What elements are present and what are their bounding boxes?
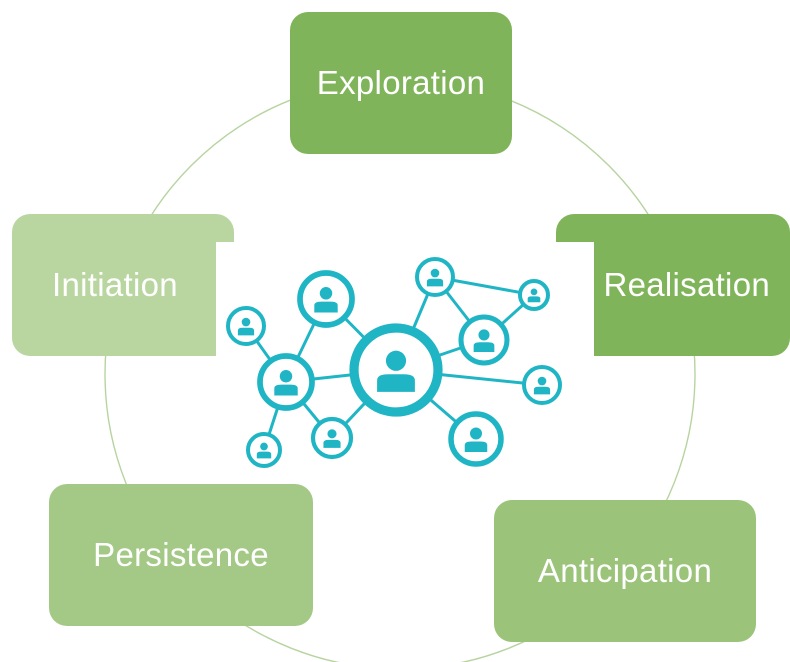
person-node-icon [310, 416, 354, 460]
person-node-icon [246, 432, 282, 468]
person-node-icon [415, 257, 455, 297]
person-node-icon [226, 306, 266, 346]
person-node-icon [458, 314, 510, 366]
person-node-icon [518, 279, 550, 311]
network-of-people-icon [216, 242, 594, 478]
stage-anticipation: Anticipation [494, 500, 756, 642]
stage-exploration-label: Exploration [316, 64, 486, 101]
center-person-icon [349, 323, 443, 417]
person-node-icon [257, 353, 315, 411]
network-svg [226, 257, 562, 468]
person-node-icon [297, 270, 355, 328]
stage-exploration: Exploration [290, 12, 512, 154]
stage-realisation: Realisation [556, 214, 790, 356]
stage-persistence: Persistence [49, 484, 313, 626]
stage-anticipation-label: Anticipation [537, 552, 713, 589]
stage-persistence-label: Persistence [93, 536, 269, 573]
person-node-icon [522, 365, 562, 405]
stage-initiation-label: Initiation [52, 266, 178, 303]
stage-realisation-label: Realisation [603, 266, 770, 303]
stage-initiation: Initiation [12, 214, 234, 356]
person-node-icon [448, 411, 504, 467]
